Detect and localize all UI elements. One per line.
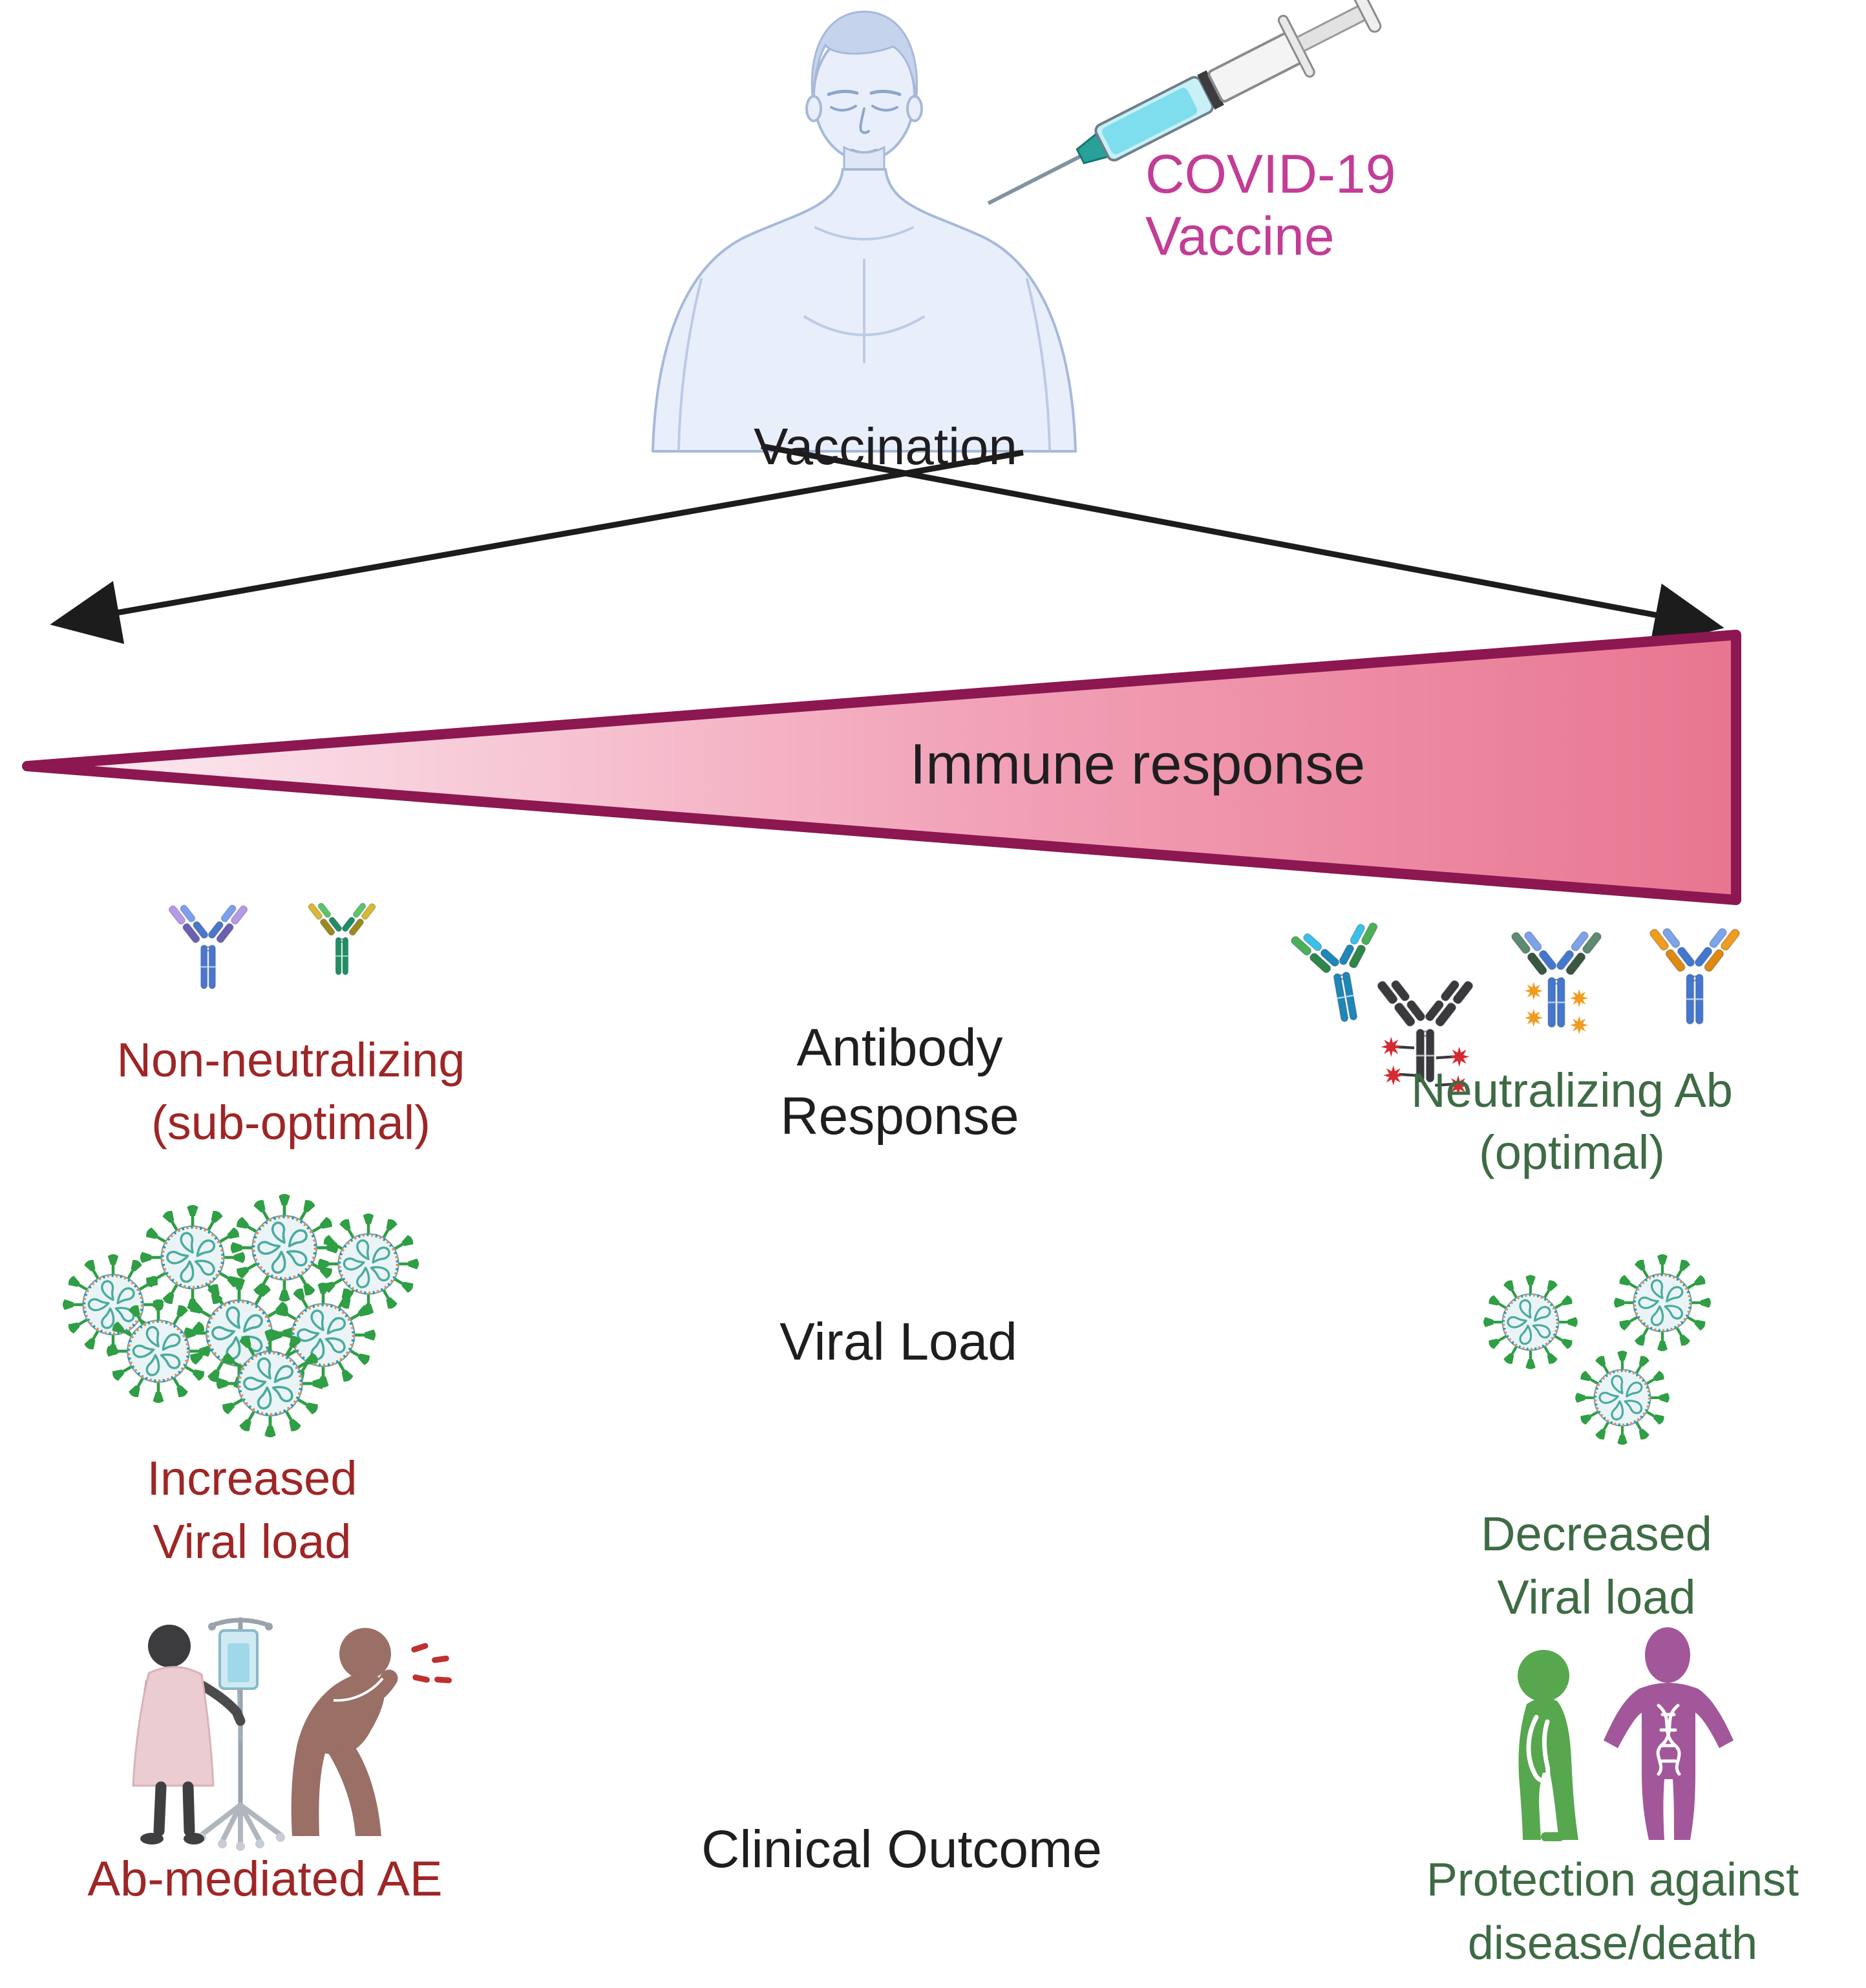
nonneutralizing-label-line1: Non-neutralizing — [117, 1033, 465, 1087]
syringe-icon — [987, 0, 1382, 206]
decreased-viral-label-line1: Decreased — [1481, 1507, 1712, 1561]
clinical-outcome-label: Clinical Outcome — [701, 1820, 1102, 1879]
dna-person-icon — [1604, 1627, 1733, 1840]
antibody-response-label-line1: Antibody — [796, 1018, 1002, 1077]
coughing-person-icon — [291, 1628, 452, 1836]
covid-vaccine-label-line1: COVID-19 — [1145, 144, 1395, 204]
nonneutralizing-label-line2: (sub-optimal) — [151, 1096, 430, 1149]
neutralizing-label-line2: (optimal) — [1479, 1126, 1665, 1179]
neutralizing-antibody-icons — [1287, 914, 1742, 1096]
covid-vaccine-label-line2: Vaccine — [1145, 206, 1335, 266]
increased-viral-label-line1: Increased — [147, 1451, 357, 1505]
antibody-response-label-line2: Response — [780, 1087, 1019, 1146]
viral-load-label: Viral Load — [779, 1312, 1017, 1371]
left-arrow — [50, 449, 1024, 645]
protection-label-line1: Protection against — [1426, 1854, 1799, 1906]
vaccinated-person-icon — [651, 10, 1077, 453]
ab-mediated-ae-label: Ab-mediated AE — [87, 1852, 442, 1907]
decreased-viral-label-line2: Viral load — [1497, 1570, 1695, 1624]
protection-label-line2: disease/death — [1468, 1918, 1757, 1969]
patient-iv-icon — [132, 1617, 285, 1851]
antibody-antigen-icon — [1375, 972, 1476, 1096]
neutralizing-label-line1: Neutralizing Ab — [1411, 1063, 1733, 1117]
increased-viral-label-line2: Viral load — [153, 1515, 351, 1568]
right-arrow — [761, 443, 1724, 647]
immune-response-label: Immune response — [910, 732, 1365, 796]
healthy-person-icon — [1518, 1650, 1578, 1841]
vaccination-label: Vaccination — [754, 418, 1017, 475]
immune-response-wedge — [22, 630, 1741, 905]
